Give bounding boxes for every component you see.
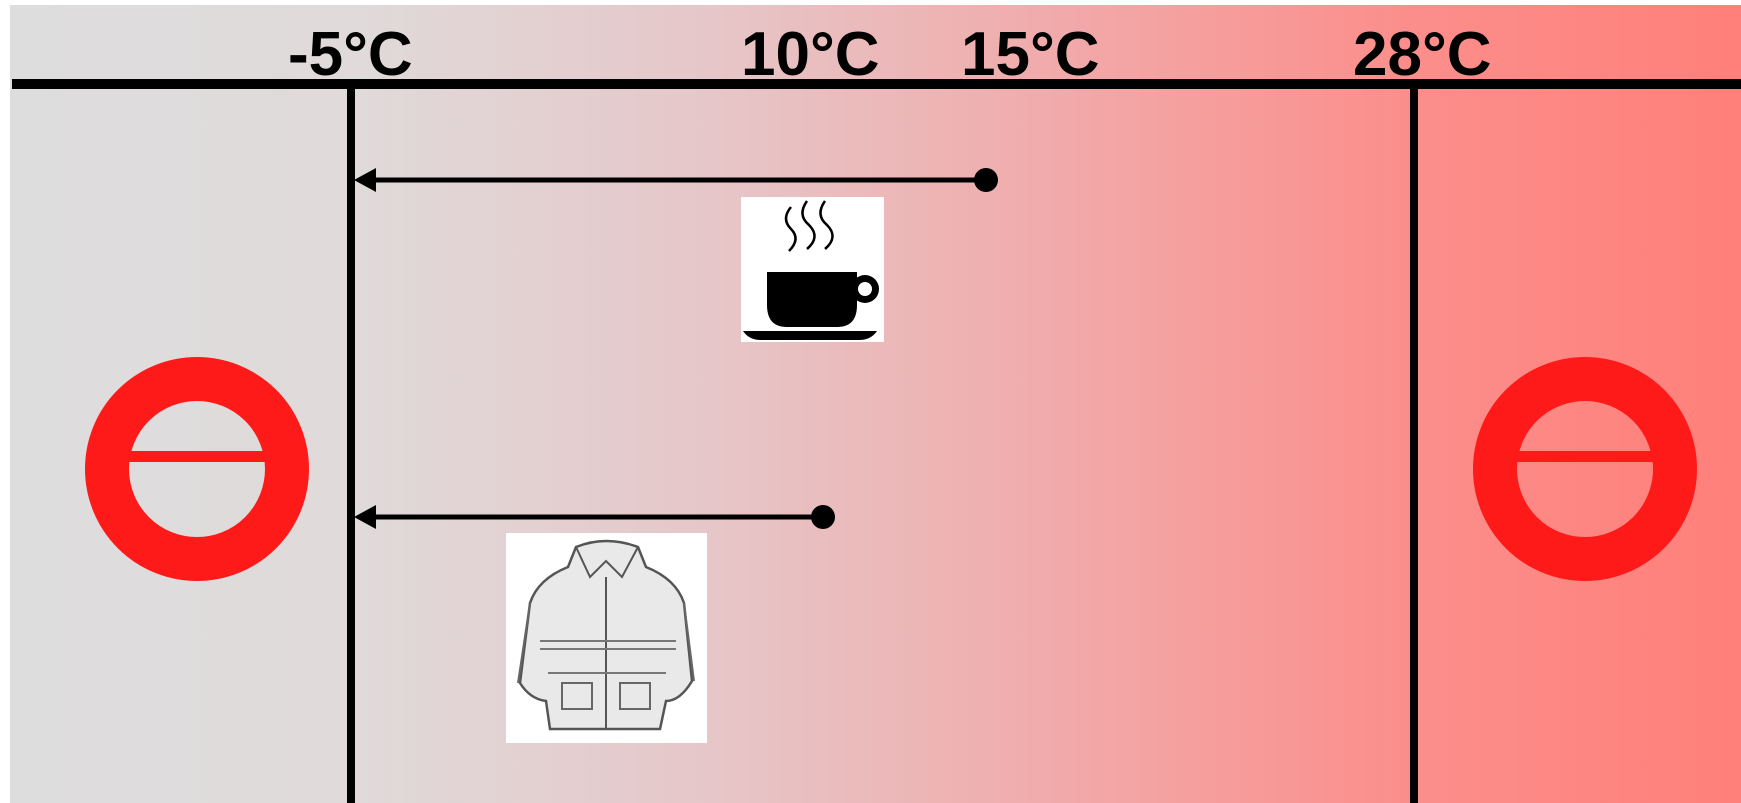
jacket-range-arrow — [354, 505, 835, 529]
coffee-range-arrow — [354, 168, 998, 192]
temperature-gradient-background — [10, 5, 1741, 803]
label-10c: 10°C — [741, 20, 880, 89]
label-minus-5c: -5°C — [288, 20, 413, 89]
label-15c: 15°C — [961, 20, 1100, 89]
coffee-cup-icon — [741, 197, 884, 342]
no-entry-icon — [85, 357, 309, 581]
jacket-icon — [506, 533, 707, 743]
no-entry-icon — [1473, 357, 1697, 581]
label-28c: 28°C — [1353, 20, 1492, 89]
